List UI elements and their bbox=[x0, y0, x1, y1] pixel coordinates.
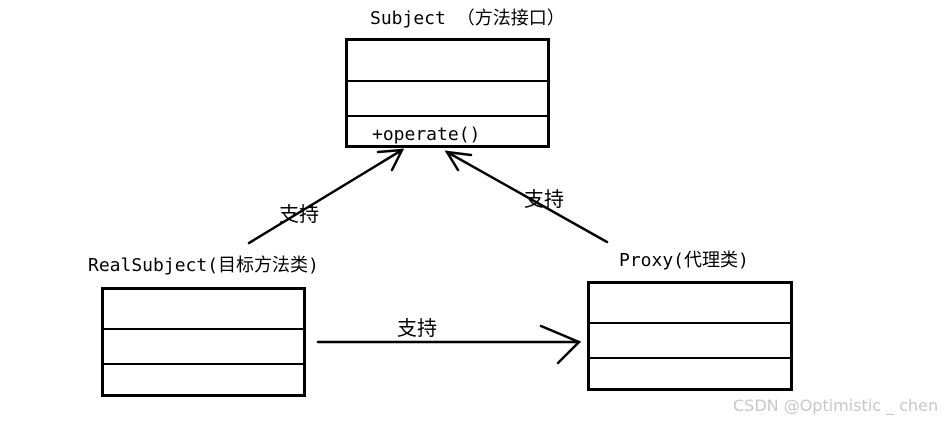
proxy-attribute-compartment bbox=[590, 324, 790, 359]
real-to-proxy-arrowhead bbox=[539, 324, 582, 365]
subject-operation-text: +operate() bbox=[372, 124, 481, 145]
csdn-watermark: CSDN @Optimistic _ chen bbox=[733, 396, 939, 415]
proxy-title: Proxy(代理类) bbox=[619, 250, 749, 271]
real-to-subject-arrowhead bbox=[376, 148, 405, 172]
real-subject-name-compartment bbox=[104, 290, 303, 330]
proxy-to-subject-arrow-line bbox=[445, 150, 609, 244]
subject-title: Subject （方法接口） bbox=[370, 8, 565, 29]
real-subject-title: RealSubject(目标方法类) bbox=[88, 255, 319, 276]
proxy-to-subject-arrowhead bbox=[444, 150, 473, 172]
real-to-subject-arrow-line bbox=[247, 148, 404, 245]
real-to-proxy-label: 支持 bbox=[397, 316, 437, 340]
proxy-to-subject-label: 支持 bbox=[524, 187, 564, 211]
real-subject-attribute-compartment bbox=[104, 330, 303, 365]
real-to-subject-label: 支持 bbox=[279, 202, 319, 226]
proxy-class-box bbox=[587, 281, 793, 391]
subject-class-box: +operate() bbox=[345, 38, 550, 148]
subject-attribute-compartment bbox=[348, 82, 547, 117]
proxy-name-compartment bbox=[590, 284, 790, 324]
subject-name-compartment bbox=[348, 41, 547, 82]
real-subject-class-box bbox=[101, 287, 306, 397]
subject-operation-compartment: +operate() bbox=[348, 117, 547, 145]
